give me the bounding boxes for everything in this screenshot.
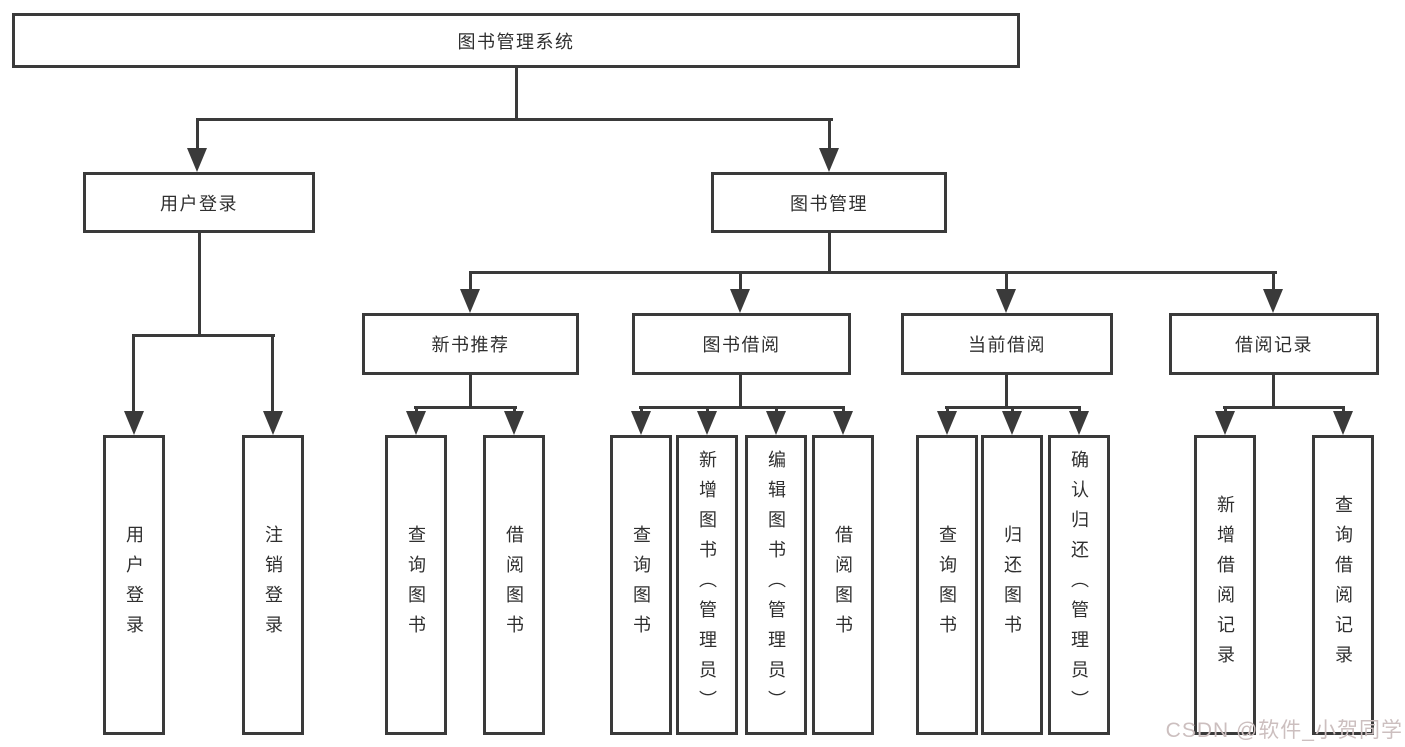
connector-line [828,118,831,150]
node-leaf-user-login-label: 用户登录 [124,525,144,645]
node-leaf-query-borrow-record: 查询借阅记录 [1312,435,1374,735]
connector-line [198,233,201,336]
connector-line [415,406,418,415]
connector-line [1224,406,1227,415]
connector-line [706,406,709,415]
node-current-borrow: 当前借阅 [901,313,1113,375]
node-leaf-confirm-return-admin: 确认归还（管理员） [1048,435,1110,735]
arrowhead-icon [1333,411,1353,435]
node-book-management-label: 图书管理 [790,193,868,214]
arrowhead-icon [187,148,207,172]
node-leaf-add-books-admin: 新增图书（管理员） [676,435,738,735]
watermark: CSDN @软件_小贺同学 [1165,719,1403,742]
connector-line [640,406,643,415]
connector-line [739,375,742,408]
node-current-borrow-label: 当前借阅 [968,335,1046,355]
connector-line [1011,406,1014,415]
node-new-book-recommend: 新书推荐 [362,313,579,375]
connector-line [132,334,135,414]
node-leaf-return-books-label: 归还图书 [1002,525,1022,645]
connector-line [842,406,845,415]
arrowhead-icon [1002,411,1022,435]
connector-line [639,406,845,409]
connector-line [828,233,831,273]
connector-line [469,271,472,293]
node-leaf-borrow-books-recommend-label: 借阅图书 [504,525,524,645]
arrowhead-icon [697,411,717,435]
node-leaf-add-books-admin-label: 新增图书（管理员） [697,450,717,720]
connector-line [196,118,199,150]
arrowhead-icon [996,289,1016,313]
node-leaf-query-books-recommend-label: 查询图书 [406,525,426,645]
node-root: 图书管理系统 [12,13,1020,68]
connector-line [132,334,275,337]
connector-line [1078,406,1081,415]
arrowhead-icon [263,411,283,435]
connector-line [1342,406,1345,415]
connector-line [271,334,274,414]
connector-line [739,271,742,293]
node-leaf-borrow-books-recommend: 借阅图书 [483,435,545,735]
node-leaf-query-books-borrow: 查询图书 [610,435,672,735]
node-leaf-borrow-books: 借阅图书 [812,435,874,735]
connector-line [513,406,516,415]
connector-line [1272,375,1275,408]
node-new-book-recommend-label: 新书推荐 [431,335,510,355]
node-leaf-logout: 注销登录 [242,435,304,735]
node-leaf-borrow-books-label: 借阅图书 [833,525,853,645]
node-book-borrow-label: 图书借阅 [702,335,781,355]
node-leaf-query-books-borrow-label: 查询图书 [631,525,651,645]
connector-line [775,406,778,415]
node-leaf-edit-books-admin: 编辑图书（管理员） [745,435,807,735]
connector-line [1005,375,1008,408]
arrowhead-icon [124,411,144,435]
connector-line [515,68,518,120]
connector-line [1272,271,1275,293]
node-root-label: 图书管理系统 [457,31,575,52]
arrowhead-icon [631,411,651,435]
node-leaf-confirm-return-admin-label: 确认归还（管理员） [1069,450,1089,720]
node-leaf-return-books: 归还图书 [981,435,1043,735]
arrowhead-icon [1215,411,1235,435]
arrowhead-icon [833,411,853,435]
node-leaf-add-borrow-record-label: 新增借阅记录 [1215,495,1235,675]
node-book-borrow: 图书借阅 [632,313,851,375]
connector-line [1005,271,1008,293]
arrowhead-icon [766,411,786,435]
arrowhead-icon [1263,289,1283,313]
node-leaf-query-books-current: 查询图书 [916,435,978,735]
node-user-login-label: 用户登录 [160,193,238,214]
node-leaf-edit-books-admin-label: 编辑图书（管理员） [766,450,786,720]
connector-line [1223,406,1345,409]
arrowhead-icon [460,289,480,313]
arrowhead-icon [819,148,839,172]
node-book-management: 图书管理 [711,172,947,233]
arrowhead-icon [504,411,524,435]
connector-line [469,271,1277,274]
arrowhead-icon [406,411,426,435]
connector-line [196,118,833,121]
node-borrow-records-label: 借阅记录 [1235,335,1313,355]
connector-line [414,406,517,409]
node-leaf-add-borrow-record: 新增借阅记录 [1194,435,1256,735]
node-leaf-user-login: 用户登录 [103,435,165,735]
node-leaf-query-books-current-label: 查询图书 [937,525,957,645]
node-user-login: 用户登录 [83,172,315,233]
node-borrow-records: 借阅记录 [1169,313,1379,375]
node-leaf-logout-label: 注销登录 [263,525,283,645]
connector-line [469,375,472,408]
node-leaf-query-borrow-record-label: 查询借阅记录 [1333,495,1353,675]
arrowhead-icon [937,411,957,435]
arrowhead-icon [1069,411,1089,435]
connector-line [946,406,949,415]
arrowhead-icon [730,289,750,313]
node-leaf-query-books-recommend: 查询图书 [385,435,447,735]
